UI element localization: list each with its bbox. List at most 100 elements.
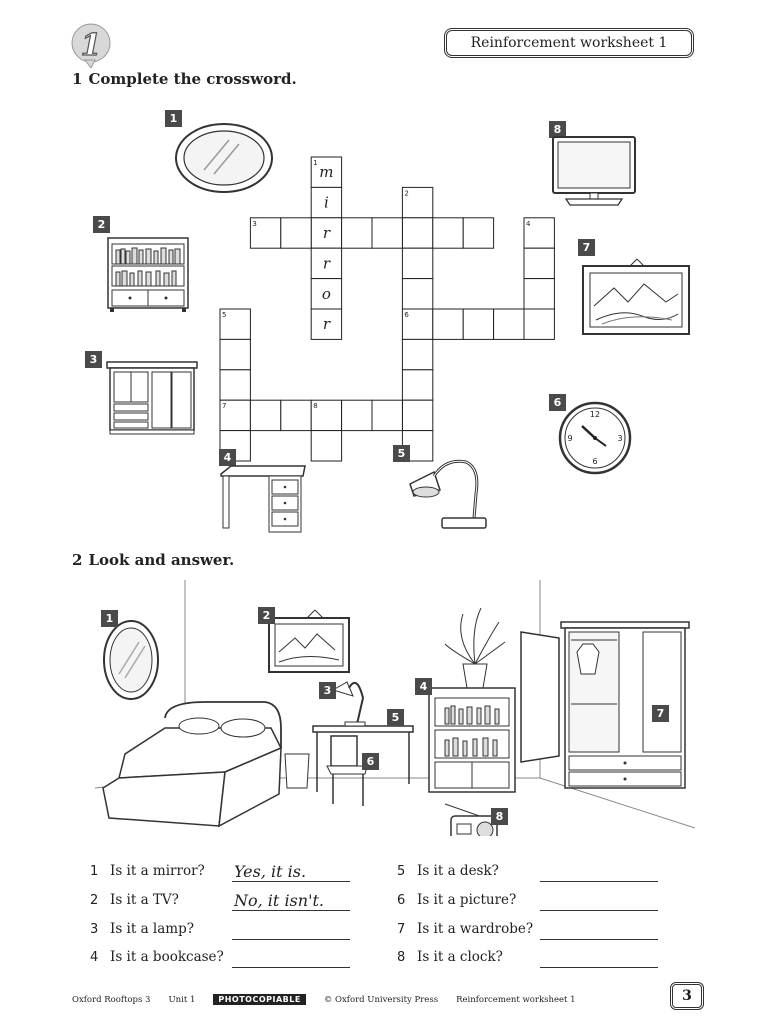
crossword-cell[interactable] [371, 217, 403, 249]
crossword-cell[interactable] [219, 399, 251, 432]
crossword-cell[interactable] [310, 217, 343, 249]
crossword-cell[interactable] [310, 247, 343, 280]
crossword-cell[interactable] [310, 278, 343, 310]
answer-field-1[interactable]: Yes, it is. [232, 862, 350, 882]
exercise-2-title: 2 Look and answer. [72, 551, 234, 569]
crossword-number-7: 7 [222, 402, 226, 410]
picture-label-1: 1 [165, 110, 182, 127]
crossword-cell[interactable] [249, 217, 282, 249]
crossword-cell[interactable] [493, 308, 525, 340]
crossword-cell[interactable] [401, 278, 434, 310]
room-label-4: 4 [415, 678, 432, 695]
footer: Oxford Rooftops 3 Unit 1 PHOTOCOPIABLE ©… [72, 994, 576, 1005]
unit-number: 1 [81, 28, 102, 63]
crossword-cell[interactable] [401, 217, 434, 249]
crossword-cell[interactable] [310, 430, 343, 462]
crossword-cell[interactable] [462, 217, 495, 249]
crossword-cell[interactable] [401, 399, 434, 432]
crossword-cell[interactable] [310, 399, 343, 432]
exercise-2-number: 2 [72, 551, 83, 569]
room-label-6: 6 [362, 753, 379, 770]
crossword-cell[interactable] [432, 217, 464, 249]
crossword-cell[interactable] [401, 369, 434, 401]
room-label-5: 5 [387, 709, 404, 726]
crossword-cell[interactable] [371, 399, 403, 432]
crossword-cell[interactable] [249, 399, 282, 432]
crossword-cell[interactable] [523, 278, 555, 310]
crossword-cell[interactable] [401, 308, 434, 340]
crossword-letter: i [324, 194, 329, 212]
crossword-cell[interactable] [341, 217, 373, 249]
crossword-cell[interactable] [310, 156, 343, 188]
worksheet-title: Reinforcement worksheet 1 [444, 28, 694, 58]
crossword-number-1: 1 [313, 159, 317, 167]
svg-text:6: 6 [592, 457, 597, 466]
tv-picture [552, 135, 636, 207]
exercise-1-instruction: Complete the crossword. [88, 70, 297, 88]
picture-label-8: 8 [549, 121, 566, 138]
exercise-1-number: 1 [72, 70, 83, 88]
crossword-cell[interactable] [219, 308, 251, 340]
room-label-1: 1 [101, 610, 118, 627]
crossword-cell[interactable] [280, 399, 312, 432]
room-label-3: 3 [319, 682, 336, 699]
crossword-cell[interactable] [341, 399, 373, 432]
crossword-cell[interactable] [219, 338, 251, 371]
footer-book: Oxford Rooftops 3 [72, 994, 151, 1005]
picture-label-6: 6 [549, 394, 566, 411]
footer-worksheet: Reinforcement worksheet 1 [456, 994, 576, 1005]
crossword-letter: r [323, 254, 331, 272]
picture-frame-picture [582, 258, 692, 336]
wardrobe-picture [106, 361, 198, 437]
bookcase-picture [106, 236, 190, 314]
crossword-cell[interactable] [280, 217, 312, 249]
crossword-cell[interactable] [523, 247, 555, 280]
crossword-cell[interactable] [310, 186, 343, 219]
lamp-picture [406, 454, 490, 532]
crossword-letter: o [322, 285, 331, 303]
exercise-1-title: 1 Complete the crossword. [72, 70, 297, 88]
crossword-cell[interactable] [401, 247, 434, 280]
photocopiable-badge: PHOTOCOPIABLE [213, 994, 306, 1005]
crossword-cell[interactable] [219, 369, 251, 401]
room-label-2: 2 [258, 607, 275, 624]
answer-field-8[interactable] [540, 948, 658, 968]
crossword-cell[interactable] [523, 308, 555, 340]
mirror-picture [174, 120, 274, 196]
crossword-number-8: 8 [313, 402, 317, 410]
crossword-letter: r [323, 224, 331, 242]
picture-label-5: 5 [393, 445, 410, 462]
crossword-cell[interactable] [401, 186, 434, 219]
clock-picture: 12 3 6 9 [558, 400, 632, 476]
crossword-number-2: 2 [404, 189, 408, 197]
picture-label-3: 3 [85, 351, 102, 368]
answer-field-3[interactable] [232, 920, 350, 940]
picture-label-7: 7 [578, 239, 595, 256]
crossword-cell[interactable] [310, 308, 343, 340]
page-number: 3 [670, 982, 704, 1010]
picture-label-2: 2 [93, 216, 110, 233]
room-label-7: 7 [652, 705, 669, 722]
crossword-cell[interactable] [401, 338, 434, 371]
crossword-cell[interactable] [523, 217, 555, 249]
exercise-2-instruction: Look and answer. [88, 551, 235, 569]
crossword-number-6: 6 [404, 311, 409, 319]
crossword-letter: r [323, 315, 331, 333]
answer-field-4[interactable] [232, 948, 350, 968]
svg-text:3: 3 [617, 434, 622, 443]
crossword-cell[interactable] [462, 308, 495, 340]
answer-field-2[interactable]: No, it isn't. [232, 891, 350, 911]
answer-field-5[interactable] [540, 862, 658, 882]
unit-badge: 1 [70, 22, 112, 69]
crossword-number-4: 4 [526, 220, 531, 228]
answer-field-6[interactable] [540, 891, 658, 911]
crossword-cell[interactable] [432, 308, 464, 340]
answer-field-7[interactable] [540, 920, 658, 940]
